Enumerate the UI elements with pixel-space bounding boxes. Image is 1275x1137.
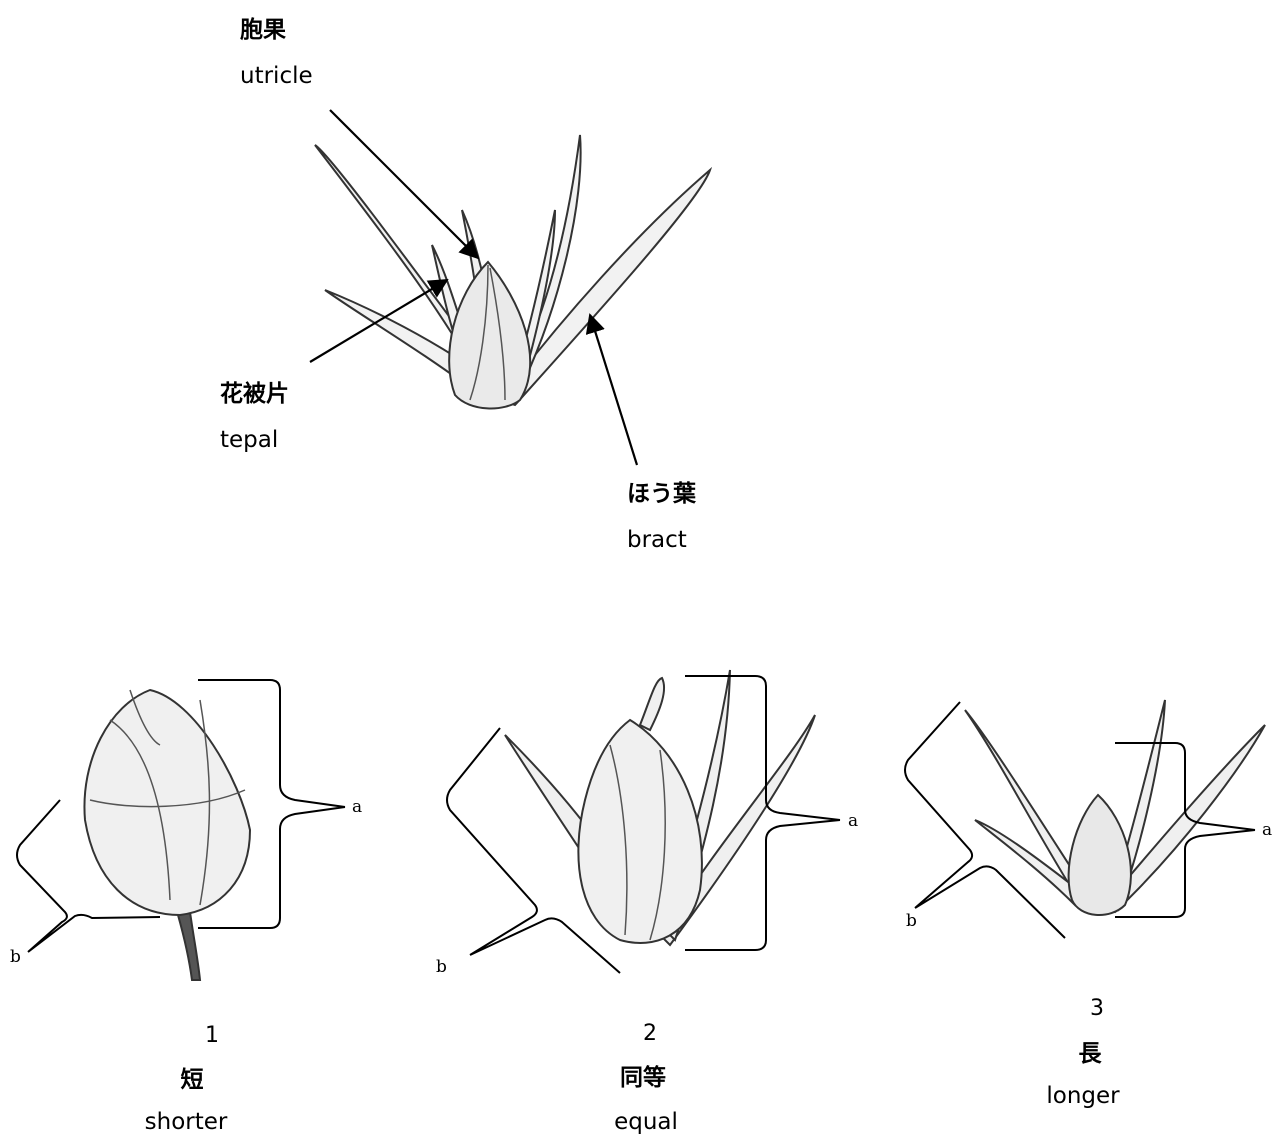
specimen-1-label-b: b bbox=[10, 947, 21, 967]
specimen-2-label-en: equal bbox=[614, 1108, 678, 1136]
specimen-3-body bbox=[1069, 795, 1131, 915]
specimen-1-stalk bbox=[178, 912, 200, 980]
specimen-3-number: 3 bbox=[1090, 995, 1104, 1023]
specimen-3-label-a: a bbox=[1262, 820, 1272, 840]
specimen-1-label-a: a bbox=[352, 797, 362, 817]
utricle-label-en: utricle bbox=[240, 62, 313, 90]
tepal-label-jp: 花被片 bbox=[220, 380, 289, 408]
specimen-3-label-en: longer bbox=[1046, 1082, 1119, 1110]
bract-right-long bbox=[500, 170, 710, 405]
specimen-2-label-a: a bbox=[848, 811, 858, 831]
utricle-body bbox=[449, 262, 530, 408]
specimen-1-illustration bbox=[84, 690, 250, 980]
specimen-2-label-b: b bbox=[436, 957, 447, 977]
utricle-arrow bbox=[330, 110, 478, 258]
specimen-1-label-en: shorter bbox=[145, 1108, 228, 1136]
specimen-1-body bbox=[84, 690, 250, 915]
specimen-3-label-jp: 長 bbox=[1079, 1040, 1102, 1068]
specimen-1-number: 1 bbox=[205, 1022, 219, 1050]
utricle-label-jp: 胞果 bbox=[240, 16, 286, 44]
top-specimen-illustration bbox=[315, 135, 710, 408]
specimen-2-body bbox=[578, 720, 702, 943]
specimen-1-label-jp: 短 bbox=[181, 1066, 204, 1094]
bract-arrow bbox=[590, 315, 637, 465]
specimen-2-number: 2 bbox=[643, 1020, 657, 1048]
specimen-3-label-b: b bbox=[906, 911, 917, 931]
tepal-label-en: tepal bbox=[220, 426, 278, 454]
specimen-2-label-jp: 同等 bbox=[620, 1064, 666, 1092]
bract-label-jp: ほう葉 bbox=[627, 480, 696, 508]
specimen-2-tip bbox=[640, 678, 664, 730]
bract-label-en: bract bbox=[627, 526, 687, 554]
